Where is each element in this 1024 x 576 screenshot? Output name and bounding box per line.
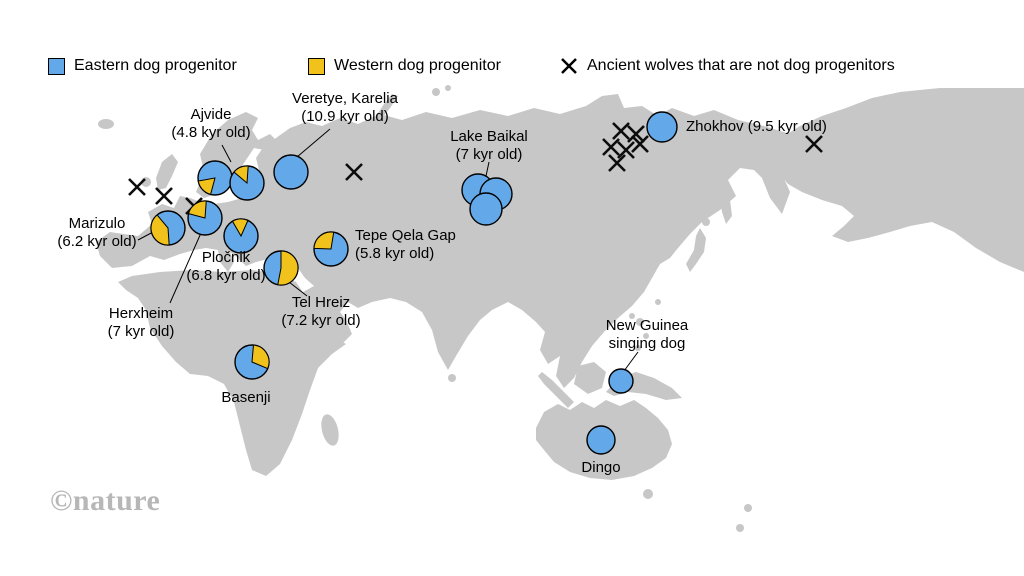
western-fraction-wedge xyxy=(251,344,270,370)
pie-marker-veretye xyxy=(273,154,309,190)
western-fraction-wedge xyxy=(277,250,299,286)
nature-watermark: ©nature xyxy=(50,484,161,517)
pie-marker-ajvide-1 xyxy=(197,160,233,196)
site-label-basenji: Basenji xyxy=(221,389,271,406)
pie-marker-new-guinea-singing-dog xyxy=(608,368,634,394)
landmass-sakhalin xyxy=(720,192,732,224)
site-label-zhokhov: Zhokhov (9.5 kyr old) xyxy=(686,118,827,135)
western-fraction-wedge xyxy=(233,165,249,185)
ancient-wolf-x-mark xyxy=(627,125,645,143)
landmass-japan xyxy=(686,228,706,272)
eastern-progenitor-swatch xyxy=(48,57,65,75)
landmass-britain xyxy=(156,154,178,190)
legend-item-wolves: Ancient wolves that are not dog progenit… xyxy=(560,57,895,75)
landmass-tasmania xyxy=(643,489,653,499)
landmass-svalbard-2 xyxy=(445,85,451,91)
landmass-taiwan xyxy=(655,299,661,305)
landmass-sri-lanka xyxy=(448,374,456,382)
pie-marker-tel-hreiz xyxy=(263,250,299,286)
western-progenitor-swatch xyxy=(308,57,325,75)
landmass-madagascar xyxy=(321,414,339,446)
landmass-new-zealand-south xyxy=(736,524,744,532)
site-label-plocnik: Pločnik (6.8 kyr old) xyxy=(186,249,266,285)
western-fraction-wedge xyxy=(150,214,170,246)
pie-marker-plocnik xyxy=(223,218,259,254)
western-fraction-wedge xyxy=(313,231,335,250)
label-leader-line xyxy=(485,161,490,177)
ancient-wolf-x-mark xyxy=(617,141,635,159)
landmass-philippines-3 xyxy=(635,345,641,351)
landmass-africa xyxy=(118,270,346,476)
label-leader-line xyxy=(623,351,639,372)
site-label-veretye: Veretye, Karelia (10.9 kyr old) xyxy=(292,90,398,126)
label-leader-line xyxy=(169,232,202,304)
ancient-wolf-x-mark xyxy=(612,122,630,140)
landmass-novaya-zemlya xyxy=(376,94,398,118)
ancient-wolf-x-mark xyxy=(345,163,363,181)
landmass-hokkaido xyxy=(702,218,710,226)
western-fraction-wedge xyxy=(231,218,249,238)
label-leader-line xyxy=(288,281,308,297)
pie-marker-basenji xyxy=(234,344,270,380)
legend-label-wolves: Ancient wolves that are not dog progenit… xyxy=(587,57,895,74)
ancient-wolf-x-mark xyxy=(155,187,173,205)
western-fraction-wedge xyxy=(187,200,207,219)
ancient-wolf-x-mark xyxy=(602,138,620,156)
pie-marker-marizulo xyxy=(150,210,186,246)
legend-label-western: Western dog progenitor xyxy=(334,57,501,74)
site-label-dingo: Dingo xyxy=(581,459,621,476)
site-label-marizulo: Marizulo (6.2 kyr old) xyxy=(57,215,137,251)
landmass-sumatra xyxy=(538,372,574,408)
site-label-new-guinea-singing-dog: New Guinea singing dog xyxy=(605,317,689,353)
landmass-philippines-2 xyxy=(643,333,649,339)
landmass-hainan xyxy=(629,313,635,319)
ancient-wolf-x-mark xyxy=(608,154,626,172)
pie-marker-ajvide-2 xyxy=(229,165,265,201)
landmass-north-america xyxy=(766,88,1024,272)
site-label-tepe-qela-gap: Tepe Qela Gap (5.8 kyr old) xyxy=(355,227,456,263)
legend-item-eastern: Eastern dog progenitor xyxy=(48,57,237,75)
ancient-wolf-x-mark xyxy=(805,135,823,153)
site-label-ajvide: Ajvide (4.8 kyr old) xyxy=(171,106,251,142)
pie-marker-tepe-qela-gap xyxy=(313,231,349,267)
pie-marker-dingo xyxy=(586,425,616,455)
landmass-borneo xyxy=(574,362,606,394)
label-leader-line xyxy=(221,144,232,163)
pie-marker-lake-baikal-3 xyxy=(469,192,503,226)
landmass-svalbard xyxy=(432,88,440,96)
ancient-wolf-x-mark xyxy=(631,135,649,153)
site-label-herxheim: Herxheim (7 kyr old) xyxy=(107,305,175,341)
label-leader-line xyxy=(296,128,331,158)
x-mark-icon xyxy=(561,58,577,74)
legend-label-eastern: Eastern dog progenitor xyxy=(74,57,237,74)
pie-marker-zhokhov xyxy=(646,111,678,143)
pie-marker-herxheim xyxy=(187,200,223,236)
landmass-philippines-1 xyxy=(636,318,644,326)
landmass-new-zealand-north xyxy=(744,504,752,512)
western-fraction-wedge xyxy=(197,177,216,196)
site-label-lake-baikal: Lake Baikal (7 kyr old) xyxy=(450,128,528,164)
legend-item-western: Western dog progenitor xyxy=(308,57,501,75)
site-label-tel-hreiz: Tel Hreiz (7.2 kyr old) xyxy=(281,294,361,330)
landmass-iceland xyxy=(98,119,114,129)
ancient-wolf-x-mark xyxy=(128,178,146,196)
